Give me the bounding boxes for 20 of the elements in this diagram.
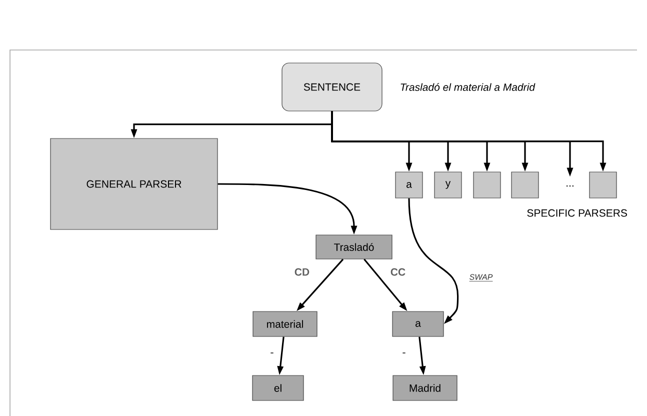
- sentence-box: SENTENCE: [282, 62, 382, 112]
- edge-label: CD: [293, 267, 311, 277]
- word-box: material: [252, 311, 318, 337]
- word-box: a: [392, 311, 444, 337]
- parser-box: [511, 172, 539, 198]
- parser-box: [589, 172, 617, 198]
- ellipsis-text: ...: [566, 185, 574, 187]
- edge-label: -: [401, 351, 407, 357]
- edge-label: -: [269, 351, 275, 357]
- group-label: SPECIFIC PARSERS: [527, 209, 627, 217]
- parser-box: a: [395, 172, 423, 198]
- word-box: el: [252, 375, 304, 401]
- sentence-text: Trasladó el material a Madrid: [400, 83, 536, 91]
- parser-box: [473, 172, 501, 198]
- edge-label: SWAP: [468, 273, 494, 283]
- word-box: Trasladó: [316, 234, 392, 260]
- parser-box: GENERAL PARSER: [50, 138, 218, 230]
- parser-box: y: [434, 172, 462, 198]
- word-box: Madrid: [392, 375, 458, 401]
- edge-label: CC: [389, 267, 407, 277]
